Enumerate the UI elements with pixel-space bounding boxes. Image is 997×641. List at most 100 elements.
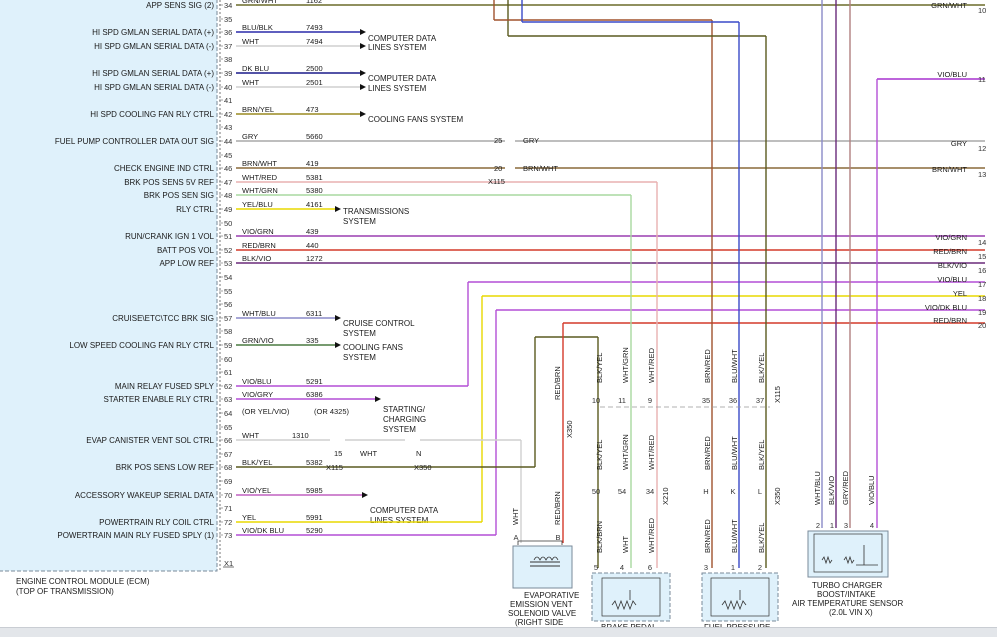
vpin-6: 6 — [648, 563, 652, 572]
pin-number-36: 36 — [224, 28, 232, 37]
pin-number-70: 70 — [224, 491, 232, 500]
destinations: COMPUTER DATA LINES SYSTEM COMPUTER DATA… — [343, 34, 463, 525]
ecm-connector: X1 — [224, 559, 233, 568]
pin-color-47: WHT/RED — [242, 173, 278, 182]
right-num-16: 16 — [978, 266, 986, 275]
evap-label-1: EVAPORATIVE — [524, 591, 579, 600]
inline-gry: GRY — [523, 136, 539, 145]
right-num-18: 18 — [978, 294, 986, 303]
bottom-scrollbar[interactable] — [0, 627, 997, 637]
pin-desc-51: RUN/CRANK IGN 1 VOL — [125, 232, 214, 241]
vlabel-redbrn: RED/BRN — [553, 366, 562, 400]
vlabel-blkyel-3: BLK/YEL — [595, 440, 604, 470]
dest-lines-system-3: LINES SYSTEM — [370, 516, 429, 525]
right-color-12: GRY — [951, 139, 967, 148]
pin-circuit-68: 5382 — [306, 458, 323, 467]
vlabel-wht-1: WHT — [511, 508, 520, 525]
pin-number-38: 38 — [224, 55, 232, 64]
vpin-t1: 1 — [830, 521, 834, 530]
right-num-12: 12 — [978, 144, 986, 153]
pin-number-56: 56 — [224, 300, 232, 309]
conn-x350-a: X350 — [565, 420, 574, 438]
pin-color-73: VIO/DK BLU — [242, 526, 284, 535]
pin-circuit-70: 5985 — [306, 486, 323, 495]
pin-desc-37: HI SPD GMLAN SERIAL DATA (-) — [94, 42, 214, 51]
pin-number-35: 35 — [224, 15, 232, 24]
turbo-label-4: (2.0L VIN X) — [829, 608, 873, 617]
pin-desc-39: HI SPD GMLAN SERIAL DATA (+) — [92, 69, 214, 78]
vpin-37: 37 — [756, 396, 764, 405]
dest-system-2: SYSTEM — [343, 329, 376, 338]
right-color-10: GRN/WHT — [931, 1, 967, 10]
vlabel-redbrn-2: RED/BRN — [553, 491, 562, 525]
dest-system-4: SYSTEM — [383, 425, 416, 434]
pin-number-45: 45 — [224, 151, 232, 160]
pin-desc-36: HI SPD GMLAN SERIAL DATA (+) — [92, 28, 214, 37]
pin-number-47: 47 — [224, 178, 232, 187]
inline-x350: X350 — [414, 463, 432, 472]
vlabel-whtred-3: WHT/RED — [647, 517, 656, 553]
pin-color-39: DK BLU — [242, 64, 269, 73]
conn-x115-right: X115 — [773, 386, 782, 403]
vpin-50: 50 — [592, 487, 600, 496]
pin-circuit-59: 335 — [306, 336, 319, 345]
pin-circuit-62: 5291 — [306, 377, 323, 386]
pin-number-54: 54 — [224, 273, 232, 282]
conn-x350-b: X350 — [773, 487, 782, 505]
pin-color-42: BRN/YEL — [242, 105, 274, 114]
pin-desc-44: FUEL PUMP CONTROLLER DATA OUT SIG — [55, 137, 214, 146]
inline-pin-15: 15 — [334, 449, 342, 458]
pin-desc-73: POWERTRAIN MAIN RLY FUSED SPLY (1) — [57, 531, 214, 540]
pin-circuit-46: 419 — [306, 159, 319, 168]
inline-x115-top: X115 — [488, 177, 505, 186]
vpin-36: 36 — [729, 396, 737, 405]
pin-color-53: BLK/VIO — [242, 254, 271, 263]
turbo-label-1: TURBO CHARGER — [812, 581, 882, 590]
right-color-14: VIO/GRN — [935, 233, 967, 242]
pin63-alt-color: (OR YEL/VIO) — [242, 407, 290, 416]
pin-color-37: WHT — [242, 37, 259, 46]
vlabel-blkbrn: BLK/BRN — [595, 521, 604, 553]
dest-starting: STARTING/ — [383, 405, 426, 414]
pin-desc-66: EVAP CANISTER VENT SOL CTRL — [86, 436, 214, 445]
pin-desc-53: APP LOW REF — [159, 259, 214, 268]
right-num-20: 20 — [978, 321, 986, 330]
inline-wht: WHT — [360, 449, 377, 458]
pin-color-34: GRN/WHT — [242, 0, 278, 5]
vpin-t3: 3 — [844, 521, 848, 530]
vpin-35: 35 — [702, 396, 710, 405]
pin-number-51: 51 — [224, 232, 232, 241]
ecm-box — [0, 0, 218, 572]
turbo-label-2: BOOST/INTAKE — [817, 590, 876, 599]
pin-circuit-37: 7494 — [306, 37, 323, 46]
pin-circuit-49: 4161 — [306, 200, 323, 209]
vlabel-gryred: GRY/RED — [841, 470, 850, 505]
vpin-h: H — [703, 487, 708, 496]
pin-number-57: 57 — [224, 314, 232, 323]
right-color-15: RED/BRN — [933, 247, 967, 256]
dest-computer-data-3: COMPUTER DATA — [370, 506, 439, 515]
pin-color-48: WHT/GRN — [242, 186, 278, 195]
inline-pin-25: 25 — [494, 136, 502, 145]
pin-desc-34: APP SENS SIG (2) — [146, 1, 214, 10]
vpin-2: 2 — [758, 563, 762, 572]
turbo-label-3: AIR TEMPERATURE SENSOR — [792, 599, 904, 608]
pin-number-71: 71 — [224, 504, 232, 513]
pin-color-46: BRN/WHT — [242, 159, 277, 168]
pin-circuit-44: 5660 — [306, 132, 323, 141]
pin-desc-52: BATT POS VOL — [157, 246, 215, 255]
pin-number-65: 65 — [224, 423, 232, 432]
pin-desc-47: BRK POS SENS 5V REF — [124, 178, 214, 187]
pin-desc-62: MAIN RELAY FUSED SPLY — [115, 382, 215, 391]
brake-pedal-sensor: BRAKE PEDAL — [591, 572, 671, 632]
pin-circuit-51: 439 — [306, 227, 319, 236]
pin-number-58: 58 — [224, 327, 232, 336]
vlabel-blkyel-2: BLK/YEL — [757, 353, 766, 383]
pin-number-59: 59 — [224, 341, 232, 350]
pin-circuit-40: 2501 — [306, 78, 323, 87]
inline-pin-n: N — [416, 449, 421, 458]
dest-cooling-fans-2: COOLING FANS — [343, 343, 403, 352]
